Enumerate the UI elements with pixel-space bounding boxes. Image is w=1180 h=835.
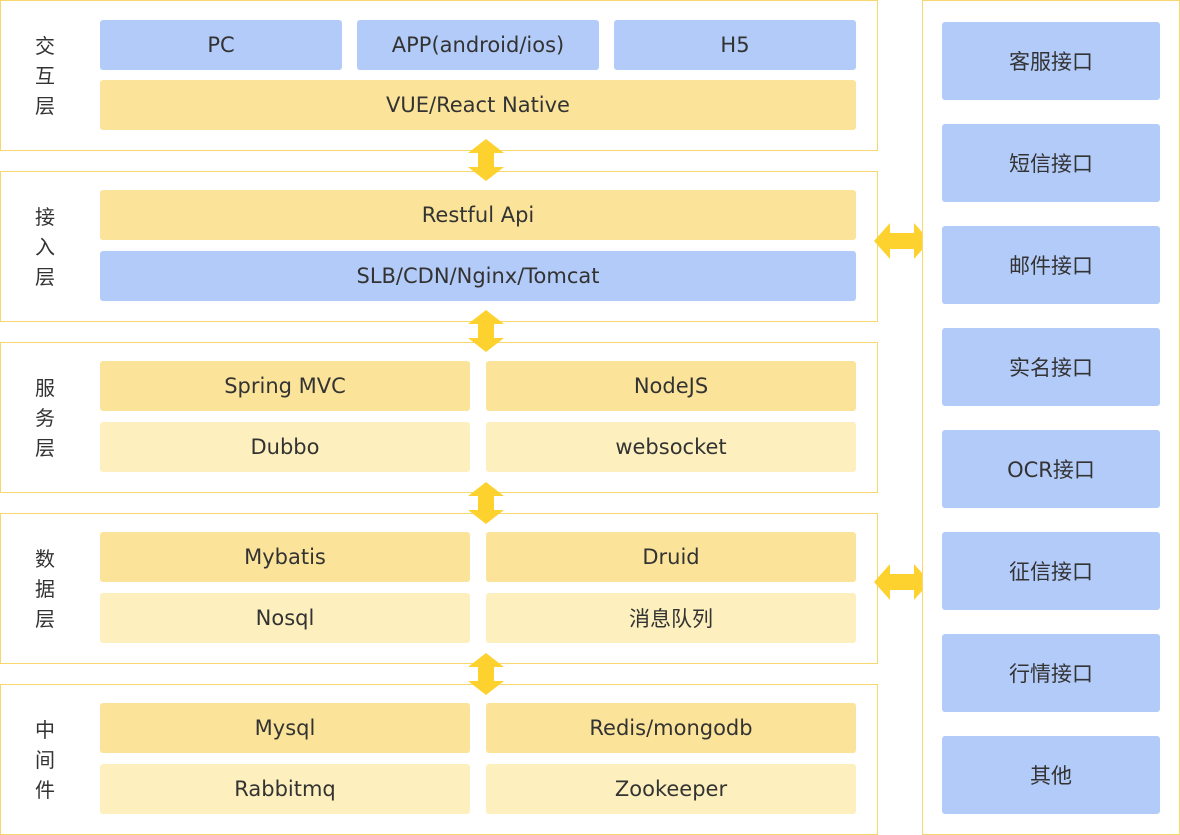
box-spring-mvc: Spring MVC bbox=[100, 361, 470, 411]
layer-interaction: 交互层 PC APP(android/ios) H5 VUE/React Nat… bbox=[0, 0, 878, 151]
box-nosql: Nosql bbox=[100, 593, 470, 643]
layer-label-data: 数据层 bbox=[23, 514, 67, 663]
layer-middleware: 中间件 Mysql Redis/mongodb Rabbitmq Zookeep… bbox=[0, 684, 878, 835]
box-message-queue: 消息队列 bbox=[486, 593, 856, 643]
interface-credit: 征信接口 bbox=[942, 532, 1160, 610]
layer-access: 接入层 Restful Api SLB/CDN/Nginx/Tomcat bbox=[0, 171, 878, 322]
box-dubbo: Dubbo bbox=[100, 422, 470, 472]
double-arrow-horizontal-icon bbox=[874, 223, 930, 259]
interface-other: 其他 bbox=[942, 736, 1160, 814]
box-app: APP(android/ios) bbox=[357, 20, 599, 70]
box-nodejs: NodeJS bbox=[486, 361, 856, 411]
interface-email: 邮件接口 bbox=[942, 226, 1160, 304]
layer-label-text: 交互层 bbox=[35, 33, 55, 118]
double-arrow-vertical-icon bbox=[468, 139, 504, 181]
box-pc: PC bbox=[100, 20, 342, 70]
box-mysql: Mysql bbox=[100, 703, 470, 753]
box-zookeeper: Zookeeper bbox=[486, 764, 856, 814]
double-arrow-horizontal-icon bbox=[874, 564, 930, 600]
box-h5: H5 bbox=[614, 20, 856, 70]
layer-label-service: 服务层 bbox=[23, 343, 67, 492]
double-arrow-vertical-icon bbox=[468, 482, 504, 524]
box-websocket: websocket bbox=[486, 422, 856, 472]
box-vue-react-native: VUE/React Native bbox=[100, 80, 856, 130]
layer-data: 数据层 Mybatis Druid Nosql 消息队列 bbox=[0, 513, 878, 664]
box-redis-mongodb: Redis/mongodb bbox=[486, 703, 856, 753]
external-interfaces-panel: 客服接口 短信接口 邮件接口 实名接口 OCR接口 征信接口 行情接口 其他 bbox=[922, 0, 1180, 835]
layer-label-text: 中间件 bbox=[35, 717, 55, 802]
layer-service: 服务层 Spring MVC NodeJS Dubbo websocket bbox=[0, 342, 878, 493]
layer-label-text: 接入层 bbox=[35, 204, 55, 289]
interface-sms: 短信接口 bbox=[942, 124, 1160, 202]
layer-label-text: 服务层 bbox=[35, 375, 55, 460]
box-druid: Druid bbox=[486, 532, 856, 582]
box-mybatis: Mybatis bbox=[100, 532, 470, 582]
layer-label-text: 数据层 bbox=[35, 546, 55, 631]
interface-real-name: 实名接口 bbox=[942, 328, 1160, 406]
double-arrow-vertical-icon bbox=[468, 310, 504, 352]
interface-customer-service: 客服接口 bbox=[942, 22, 1160, 100]
interface-ocr: OCR接口 bbox=[942, 430, 1160, 508]
double-arrow-vertical-icon bbox=[468, 653, 504, 695]
box-restful-api: Restful Api bbox=[100, 190, 856, 240]
layer-label-middleware: 中间件 bbox=[23, 685, 67, 834]
layer-label-access: 接入层 bbox=[23, 172, 67, 321]
interface-market: 行情接口 bbox=[942, 634, 1160, 712]
layer-label-interaction: 交互层 bbox=[23, 1, 67, 150]
box-rabbitmq: Rabbitmq bbox=[100, 764, 470, 814]
box-slb-cdn-nginx-tomcat: SLB/CDN/Nginx/Tomcat bbox=[100, 251, 856, 301]
